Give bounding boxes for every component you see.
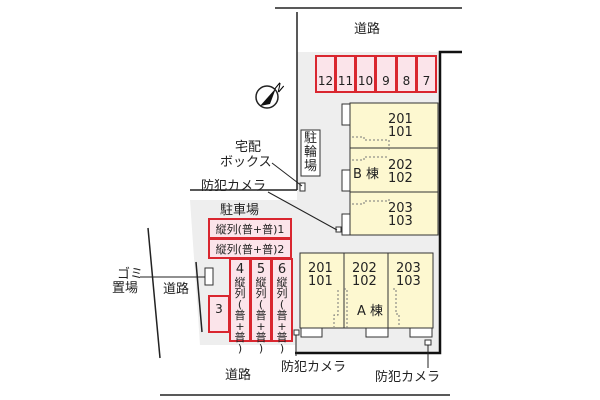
parking-space-11[interactable]: 11 <box>335 55 356 93</box>
parking-space-4[interactable]: 4 縦列(普+普) <box>229 258 251 354</box>
leader-line <box>271 162 303 187</box>
space-char: 列 <box>276 287 288 300</box>
delivery-box-label-2: ボックス <box>220 155 272 170</box>
space-char: ) <box>237 342 243 355</box>
space-char: ) <box>279 342 285 355</box>
building-b <box>341 102 439 236</box>
space-char: + <box>235 320 245 333</box>
parking-space-7[interactable]: 7 <box>416 55 437 93</box>
space-number: 4 <box>235 262 245 277</box>
bicycle-parking-label: 駐 輪 場 <box>304 132 317 174</box>
space-char: 普 <box>255 309 267 322</box>
space-char: ) <box>258 342 264 355</box>
space-char: 普 <box>255 331 267 344</box>
road-line-left-inner <box>195 261 203 333</box>
parking-label: 駐車場 <box>220 203 260 218</box>
parking-space-12[interactable]: 12 <box>315 55 336 93</box>
road-label-left: 道路 <box>163 282 190 297</box>
space-char: ( <box>237 298 243 311</box>
unit-number: 103 <box>396 274 421 289</box>
space-number: 6 <box>277 262 287 277</box>
space-char: 縦 <box>276 276 288 289</box>
building-b-label: B 棟 <box>353 167 380 182</box>
bicycle-parking-box <box>300 129 321 177</box>
space-char: 列 <box>234 287 246 300</box>
north-compass-icon: N <box>255 80 286 109</box>
parking-space-9[interactable]: 9 <box>375 55 397 93</box>
parking-space-8[interactable]: 8 <box>396 55 417 93</box>
building-a-label: A 棟 <box>357 304 384 319</box>
garbage-label-2: 置場 <box>112 281 139 296</box>
camera-label: 防犯カメラ <box>375 370 441 385</box>
unit-number: 103 <box>388 214 413 229</box>
space-char: + <box>277 320 287 333</box>
space-number: 5 <box>256 262 266 277</box>
unit-number: 201 <box>308 261 333 276</box>
delivery-box-icon <box>299 182 306 192</box>
space-char: ( <box>279 298 285 311</box>
garbage-label-1: ゴミ <box>117 267 144 282</box>
road-label-bottom: 道路 <box>225 368 252 383</box>
delivery-box-label-1: 宅配 <box>235 140 262 155</box>
space-char: 普 <box>234 309 246 322</box>
space-char: 縦 <box>234 276 246 289</box>
parking-space-5[interactable]: 5 縦列(普+普) <box>250 258 272 354</box>
camera-label: 防犯カメラ <box>201 179 267 194</box>
garbage-box <box>204 267 214 286</box>
space-char: 列 <box>255 287 267 300</box>
parking-space-3[interactable]: 3 <box>208 295 230 333</box>
label-char: 輪 <box>304 145 318 160</box>
parking-space-2[interactable]: 縦列(普+普)2 <box>208 238 292 259</box>
camera-label: 防犯カメラ <box>281 360 347 375</box>
road-label-top: 道路 <box>354 22 381 37</box>
unit-number: 101 <box>388 125 413 140</box>
unit-number: 201 <box>388 112 413 127</box>
label-char: 駐 <box>304 131 318 146</box>
road-line-left-outer <box>147 227 161 359</box>
space-char: 縦 <box>255 276 267 289</box>
leader-line <box>267 191 338 231</box>
space-char: + <box>256 320 266 333</box>
space-char: 普 <box>276 331 288 344</box>
unit-number: 203 <box>396 261 421 276</box>
space-char: 普 <box>276 309 288 322</box>
unit-number: 102 <box>388 171 413 186</box>
parking-space-1[interactable]: 縦列(普+普)1 <box>208 218 292 239</box>
camera-icon <box>424 339 432 346</box>
parking-space-10[interactable]: 10 <box>355 55 376 93</box>
unit-number: 202 <box>352 261 377 276</box>
unit-number: 203 <box>388 201 413 216</box>
parking-space-6[interactable]: 6 縦列(普+普) <box>271 258 293 354</box>
space-char: 普 <box>234 331 246 344</box>
camera-icon <box>293 329 300 336</box>
unit-number: 202 <box>388 158 413 173</box>
building-a <box>299 252 434 338</box>
unit-number: 102 <box>352 274 377 289</box>
boundary-right <box>295 50 462 355</box>
unit-number: 101 <box>308 274 333 289</box>
label-char: 場 <box>304 159 318 174</box>
space-char: ( <box>258 298 264 311</box>
